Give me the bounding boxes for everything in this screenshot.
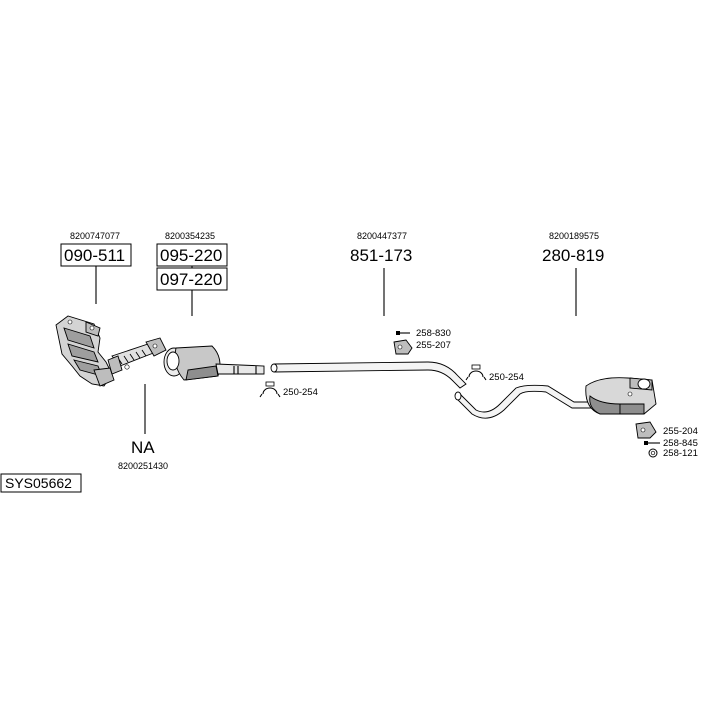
ring-rear-label: 258-121 bbox=[663, 448, 698, 459]
part-number-rear-silencer: 280-819 bbox=[542, 246, 604, 265]
middle-pipe-part bbox=[270, 361, 467, 389]
part-number-catalyst-b: 097-220 bbox=[160, 270, 222, 289]
part-number-front-pipe: NA bbox=[131, 438, 155, 457]
oe-number-front-pipe: 8200251430 bbox=[118, 461, 168, 471]
bolt-rear-label: 258-845 bbox=[663, 438, 698, 449]
oe-number-manifold: 8200747077 bbox=[70, 231, 120, 241]
bolt-rear-icon bbox=[644, 441, 660, 445]
catalyst-part bbox=[163, 345, 265, 381]
clamp-left-label: 250-254 bbox=[283, 387, 318, 398]
rear-silencer-part bbox=[585, 377, 657, 415]
flex-pipe-part bbox=[107, 337, 167, 375]
clamp-right-label: 250-254 bbox=[489, 372, 524, 383]
hanger-rear-label: 255-204 bbox=[663, 426, 698, 437]
clamp-right-icon bbox=[465, 364, 487, 381]
part-number-manifold: 090-511 bbox=[64, 246, 125, 265]
rear-pipe-part bbox=[454, 384, 593, 419]
bolt-mid-icon bbox=[396, 331, 410, 335]
clamp-left-icon bbox=[259, 381, 281, 398]
hanger-rear-icon bbox=[635, 421, 657, 439]
oe-number-rear-silencer: 8200189575 bbox=[549, 231, 599, 241]
hanger-mid-label: 255-207 bbox=[416, 340, 451, 351]
hanger-mid-icon bbox=[393, 339, 413, 355]
oe-number-catalyst: 8200354235 bbox=[165, 231, 215, 241]
part-number-middle-pipe: 851-173 bbox=[350, 246, 412, 265]
system-code-box bbox=[0, 473, 82, 493]
ring-rear-icon bbox=[648, 448, 658, 458]
part-number-catalyst-a: 095-220 bbox=[160, 246, 222, 265]
bolt-mid-label: 258-830 bbox=[416, 328, 451, 339]
manifold-part bbox=[55, 315, 115, 387]
leader-lines bbox=[95, 266, 577, 434]
oe-number-middle-pipe: 8200447377 bbox=[357, 231, 407, 241]
system-code: SYS05662 bbox=[5, 475, 72, 491]
